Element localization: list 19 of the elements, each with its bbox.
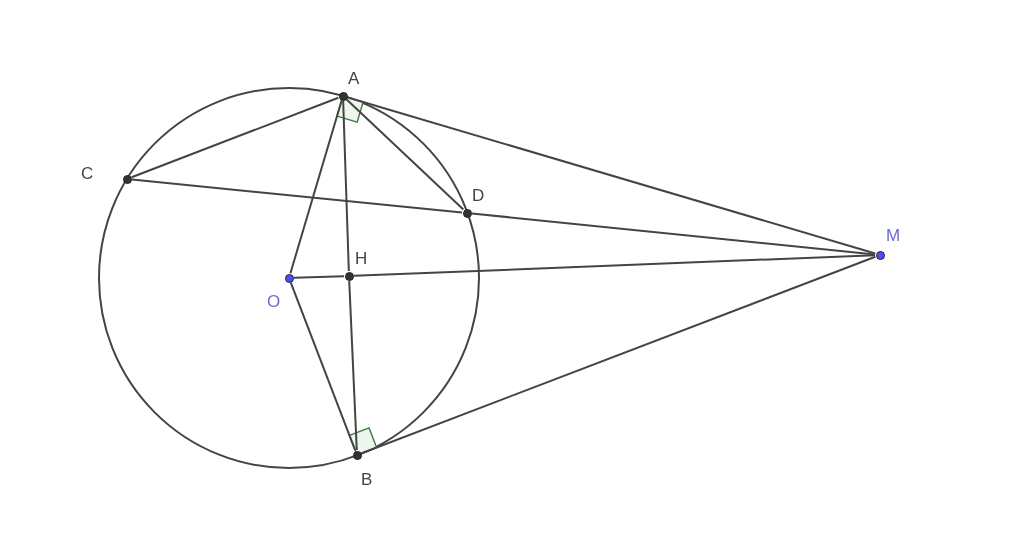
- line-segment: [342, 100, 350, 272]
- line-segment: [346, 96, 877, 255]
- line-segment: [131, 178, 463, 214]
- point-label: B: [361, 471, 373, 489]
- line-segment: [130, 96, 340, 179]
- line-segment: [289, 99, 343, 275]
- point-label: M: [886, 227, 901, 245]
- point-label: A: [348, 70, 360, 88]
- point-label: H: [355, 250, 368, 268]
- line-segment: [345, 98, 465, 211]
- point-label: D: [472, 187, 485, 205]
- point-label: O: [267, 293, 281, 311]
- line-segment: [470, 212, 877, 256]
- line-segment: [348, 280, 358, 451]
- line-segment: [293, 275, 345, 279]
- line-segment: [360, 255, 877, 455]
- point-label: C: [81, 165, 94, 183]
- line-segment: [353, 254, 876, 277]
- line-segment: [289, 281, 357, 452]
